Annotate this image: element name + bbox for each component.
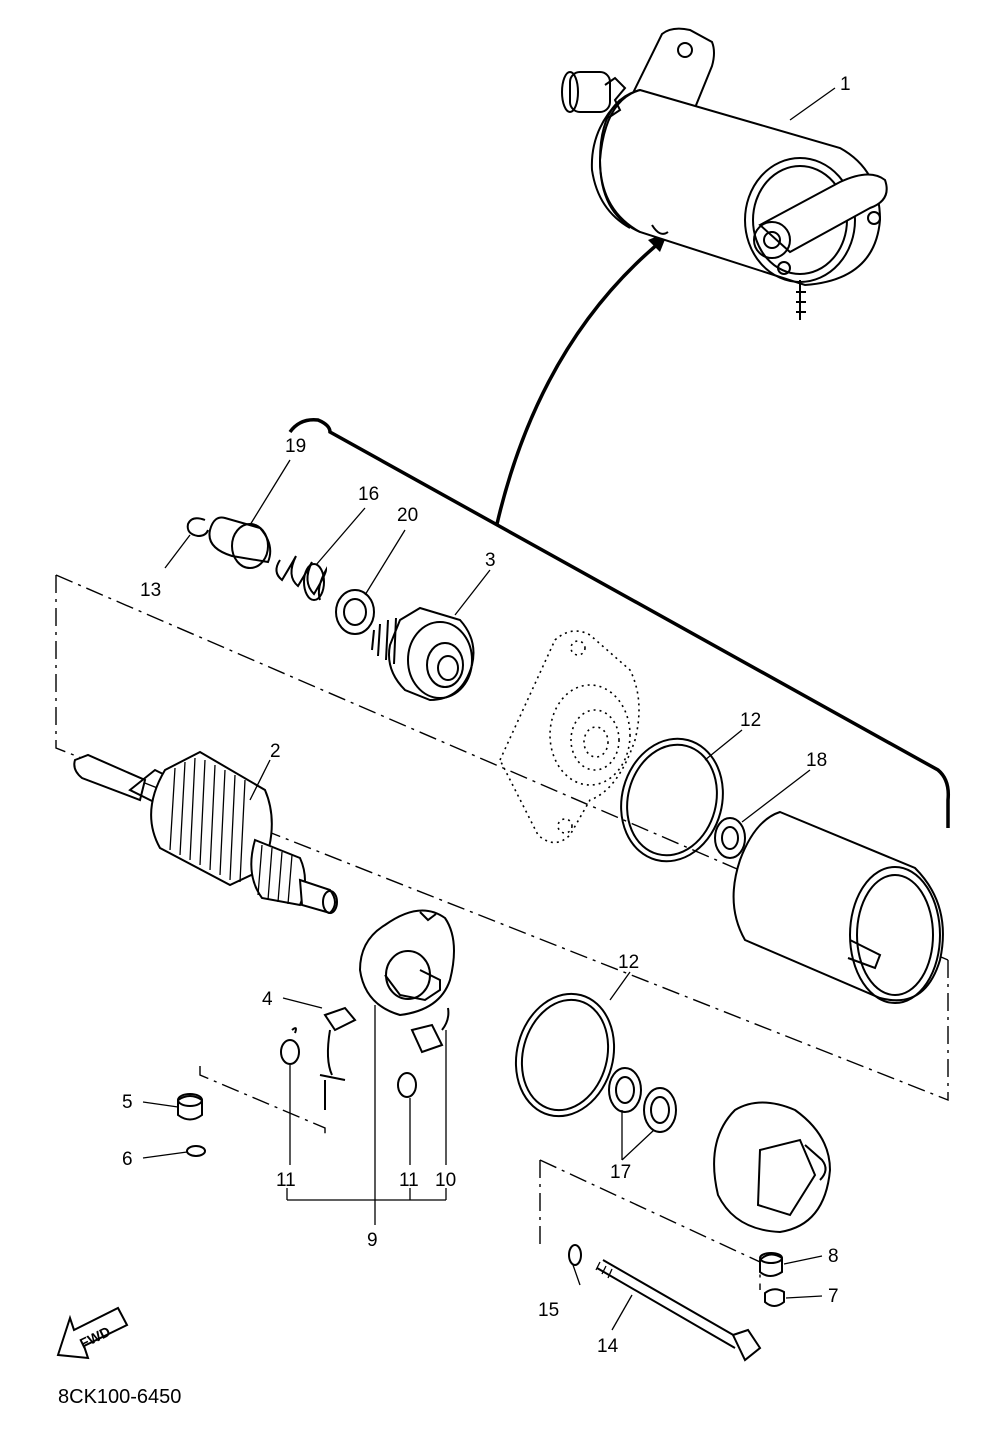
washer-18	[714, 817, 746, 859]
collar	[208, 516, 272, 569]
rear-cover	[713, 1101, 832, 1234]
callout-4: 4	[262, 989, 273, 1010]
circlip	[186, 517, 209, 538]
callout-13: 13	[140, 580, 161, 601]
washer	[335, 589, 375, 635]
grommet-8	[759, 1252, 783, 1277]
grommet	[177, 1093, 203, 1121]
callout-14: 14	[597, 1336, 619, 1357]
callout-12-upper: 12	[740, 710, 761, 731]
assembly-bracket	[288, 418, 951, 828]
callout-12-lower: 12	[618, 952, 639, 973]
callout-1: 1	[840, 74, 851, 95]
callout-8: 8	[828, 1246, 839, 1267]
spring	[275, 555, 328, 601]
callout-2: 2	[270, 741, 281, 762]
armature	[73, 750, 338, 915]
fwd-arrow-icon: FWD	[56, 1306, 129, 1360]
callout-9: 9	[367, 1230, 378, 1251]
o-ring-lower	[514, 992, 616, 1118]
callout-11-right: 11	[399, 1170, 419, 1191]
callout-17: 17	[610, 1162, 631, 1183]
callout-18: 18	[806, 750, 827, 771]
brush-spring-left	[280, 1027, 300, 1065]
front-cover	[499, 630, 640, 844]
through-bolt	[595, 1259, 762, 1362]
brush-spring-right	[397, 1072, 417, 1098]
o-ring-upper	[620, 737, 724, 863]
callout-19: 19	[285, 436, 306, 457]
callout-11-left: 11	[276, 1170, 296, 1191]
shim-washers	[608, 1067, 677, 1133]
pinion-clutch	[371, 606, 475, 702]
nut-7	[764, 1288, 785, 1307]
callout-6: 6	[122, 1149, 133, 1170]
starter-motor-assembly	[561, 27, 888, 320]
callout-15: 15	[538, 1300, 559, 1321]
callout-10: 10	[435, 1170, 456, 1191]
small-washer	[186, 1145, 206, 1157]
diagram-code: 8CK100-6450	[58, 1386, 181, 1408]
brush-10	[410, 1007, 450, 1054]
bracket-line-left	[199, 1066, 326, 1138]
axis-line-upper	[55, 575, 949, 1102]
small-o-ring	[568, 1244, 582, 1266]
brush-holder-plate	[358, 909, 455, 1017]
callout-labels: 1 2 3 4 5 6 7 8 9 10 11 11 12 12 13 14 1…	[122, 74, 851, 1357]
callout-16: 16	[358, 484, 379, 505]
callout-3: 3	[485, 550, 496, 571]
callout-5: 5	[122, 1092, 133, 1113]
assembly-arrow-line	[495, 236, 667, 525]
leader-lines	[142, 87, 836, 1331]
yoke-housing	[732, 810, 944, 1004]
callout-20: 20	[397, 505, 418, 526]
brush-4	[319, 1006, 357, 1110]
callout-7: 7	[828, 1286, 839, 1307]
